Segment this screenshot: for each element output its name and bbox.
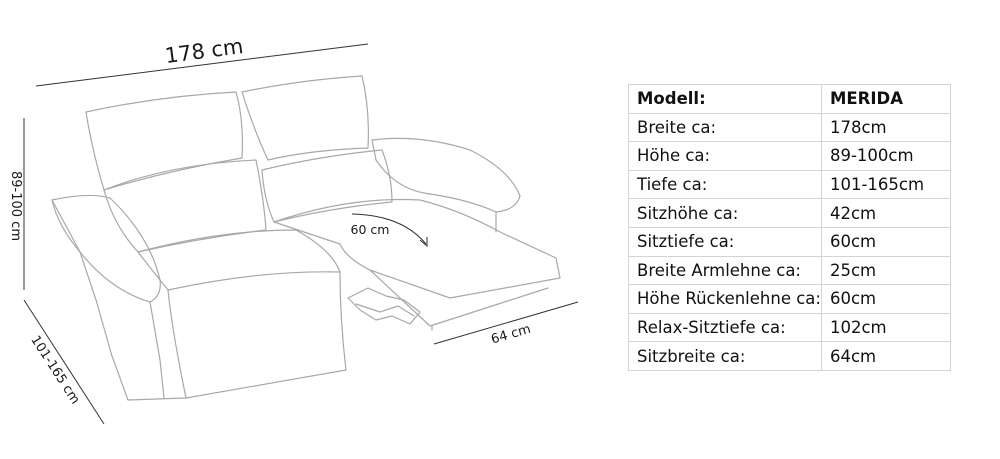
table-cell-value: 60cm [820,284,951,314]
dimension-lines [23,43,579,425]
spec-table: Modell: MERIDA Breite ca: 178cm Höhe ca:… [628,84,951,371]
table-row: Sitztiefe ca: 60cm [628,226,951,257]
table-row: Sitzbreite ca: 64cm [628,341,951,371]
sofa-outline [51,75,561,401]
table-cell-label: Modell: [628,84,822,114]
table-cell-value: 42cm [820,198,951,228]
table-header-row: Modell: MERIDA [628,84,951,114]
table-row: Höhe Rückenlehne ca: 60cm [628,284,951,314]
table-cell-label: Relax-Sitztiefe ca: [628,312,822,343]
table-row: Breite Armlehne ca: 25cm [628,255,951,286]
table-cell-value: 64cm [820,341,951,371]
table-cell-value: 25cm [820,255,951,286]
table-cell-label: Sitztiefe ca: [628,226,822,257]
seat-depth-arrow [351,213,428,248]
table-cell-value: 89-100cm [820,141,951,171]
table-cell-label: Tiefe ca: [628,169,822,200]
table-row: Sitzhöhe ca: 42cm [628,198,951,228]
table-cell-label: Breite Armlehne ca: [628,255,822,286]
table-cell-value: 178cm [820,112,951,143]
table-cell-value: 102cm [820,312,951,343]
table-cell-value: MERIDA [820,84,951,114]
table-cell-label: Höhe Rückenlehne ca: [628,284,822,314]
sofa-drawing: 178 cm 89-100 cm 101-165 cm 64 cm 60 cm [8,34,579,425]
table-row: Höhe ca: 89-100cm [628,141,951,171]
table-cell-label: Sitzhöhe ca: [628,198,822,228]
table-cell-label: Breite ca: [628,112,822,143]
table-cell-value: 60cm [820,226,951,257]
depth-dimension-label: 101-165 cm [27,333,82,407]
height-dimension-label: 89-100 cm [8,171,23,241]
table-cell-label: Höhe ca: [628,141,822,171]
seat-depth-dimension-label: 60 cm [351,222,390,237]
table-cell-value: 101-165cm [820,169,951,200]
width-dimension-label: 178 cm [163,34,244,68]
table-row: Relax-Sitztiefe ca: 102cm [628,312,951,343]
table-cell-label: Sitzbreite ca: [628,341,822,371]
table-row: Breite ca: 178cm [628,112,951,143]
table-row: Tiefe ca: 101-165cm [628,169,951,200]
